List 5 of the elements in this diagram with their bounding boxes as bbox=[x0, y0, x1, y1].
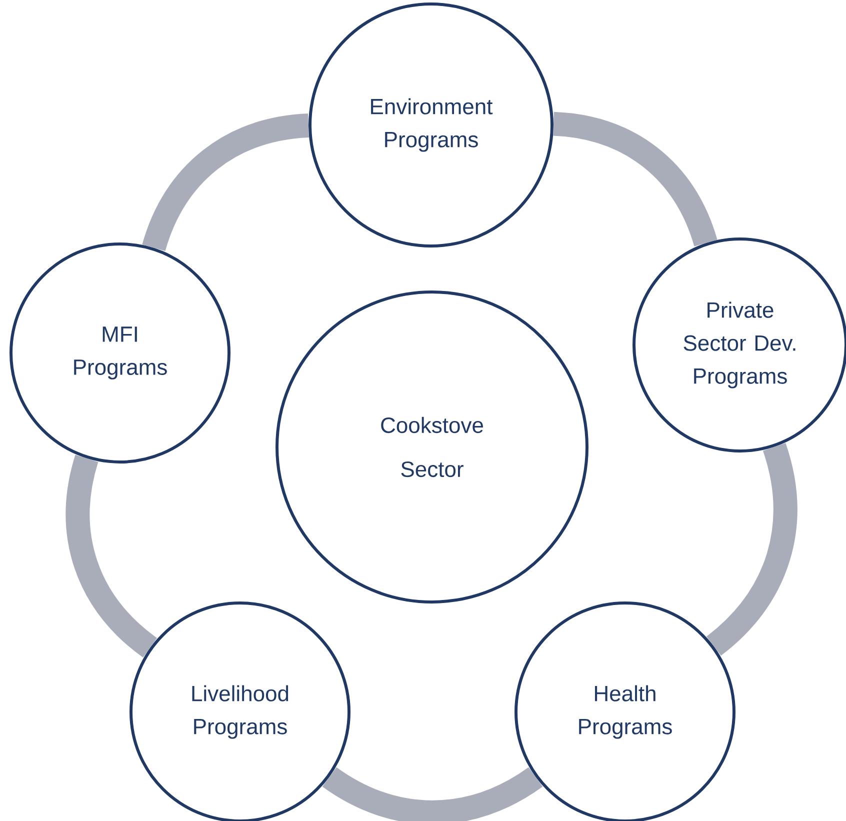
ring-segment bbox=[66, 455, 158, 658]
ring-segment bbox=[706, 443, 798, 656]
ring-segment bbox=[142, 114, 310, 252]
ring-segment bbox=[322, 766, 542, 821]
ring-segment bbox=[552, 112, 718, 247]
